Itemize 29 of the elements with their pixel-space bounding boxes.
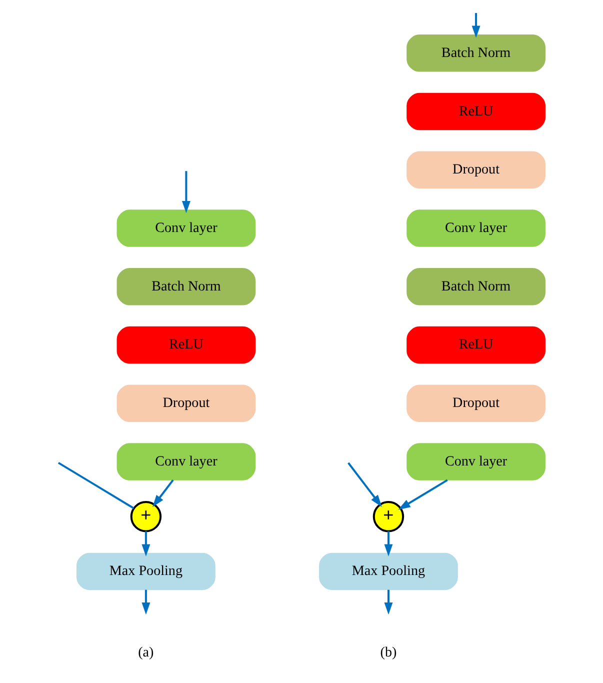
node-box: Max Pooling [319,552,458,590]
arrow [472,13,480,38]
connector [58,462,134,510]
node-box: ReLU [406,92,546,130]
arrow [384,531,393,556]
node-box: Dropout [406,384,546,422]
node-box: Batch Norm [406,34,546,72]
node-box: Conv layer [116,210,256,247]
arrow [384,590,393,615]
node-box: Dropout [116,384,256,422]
node-box: Conv layer [406,210,546,247]
node-box: Conv layer [406,443,546,480]
arrow [398,479,448,510]
node-box: ReLU [406,326,546,364]
arrow [142,531,150,556]
node-box: Batch Norm [406,268,546,306]
arrow [182,171,190,214]
node-box: ReLU [116,326,256,364]
label: (b) [380,644,397,660]
node-box: Conv layer [116,443,256,480]
node-box: Max Pooling [76,552,216,590]
node-circle: + [372,501,404,532]
label: (a) [138,644,154,660]
arrow [348,462,382,507]
node-box: Batch Norm [116,268,256,306]
arrow [142,590,150,615]
node-circle: + [130,501,162,532]
arrow [152,479,174,508]
node-box: Dropout [406,151,546,189]
